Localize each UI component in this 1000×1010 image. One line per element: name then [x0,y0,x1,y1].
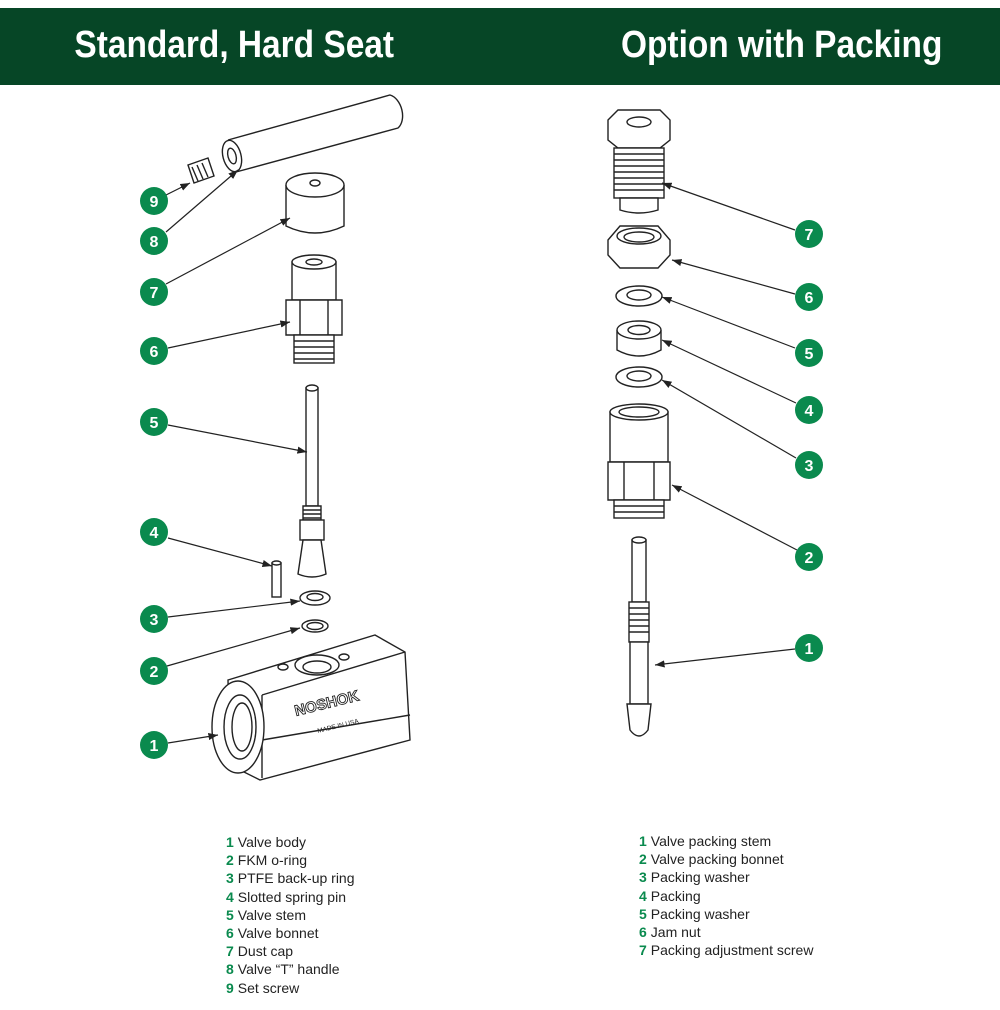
callout-4: 4 [140,518,168,546]
dust-cap-part [285,172,345,234]
valve-body-part [211,634,411,781]
packing-adjustment-screw-part [607,109,671,214]
svg-text:2: 2 [150,664,159,681]
valve-bonnet-part [285,254,343,364]
packing-title: Option with Packing [621,24,943,66]
packing-stem-part [626,536,652,737]
callout-2: 2 [795,543,823,571]
jam-nut-part [607,225,671,269]
svg-text:7: 7 [150,285,159,302]
svg-text:3: 3 [150,612,159,629]
callout-6: 6 [140,337,168,365]
callout-7: 7 [795,220,823,248]
svg-text:6: 6 [150,344,159,361]
packing-callouts: 7 6 5 4 3 2 1 [795,220,823,662]
callout-3: 3 [140,605,168,633]
t-handle-part [221,94,404,173]
callout-3: 3 [795,451,823,479]
packing-part [616,320,662,357]
svg-text:7: 7 [805,227,814,244]
svg-text:6: 6 [805,290,814,307]
callout-4: 4 [795,396,823,424]
svg-text:8: 8 [150,234,159,251]
standard-callouts: 9 8 7 6 5 4 3 2 1 [140,187,168,759]
packing-washer-lower-part [615,366,663,388]
callout-6: 6 [795,283,823,311]
callout-8: 8 [140,227,168,255]
svg-text:2: 2 [805,550,814,567]
packing-washer-upper-part [615,285,663,307]
o-ring-part [301,619,329,633]
callout-1: 1 [795,634,823,662]
svg-text:9: 9 [150,194,159,211]
valve-stem-part [297,384,327,578]
callout-2: 2 [140,657,168,685]
svg-text:3: 3 [805,458,814,475]
header-bar: Standard, Hard Seat Option with Packing [0,8,1000,85]
svg-text:4: 4 [805,403,814,420]
callout-1: 1 [140,731,168,759]
leader-lines [165,169,798,744]
callout-5: 5 [140,408,168,436]
svg-text:4: 4 [150,525,159,542]
standard-title: Standard, Hard Seat [74,24,395,66]
backup-ring-part [299,590,331,606]
set-screw-part [187,157,215,184]
callout-7: 7 [140,278,168,306]
spring-pin-part [271,560,282,598]
callout-5: 5 [795,339,823,367]
svg-text:5: 5 [150,415,159,432]
svg-text:1: 1 [150,738,159,755]
svg-text:1: 1 [805,641,814,658]
callout-9: 9 [140,187,168,215]
packing-bonnet-part [607,403,671,519]
svg-text:5: 5 [805,346,814,363]
